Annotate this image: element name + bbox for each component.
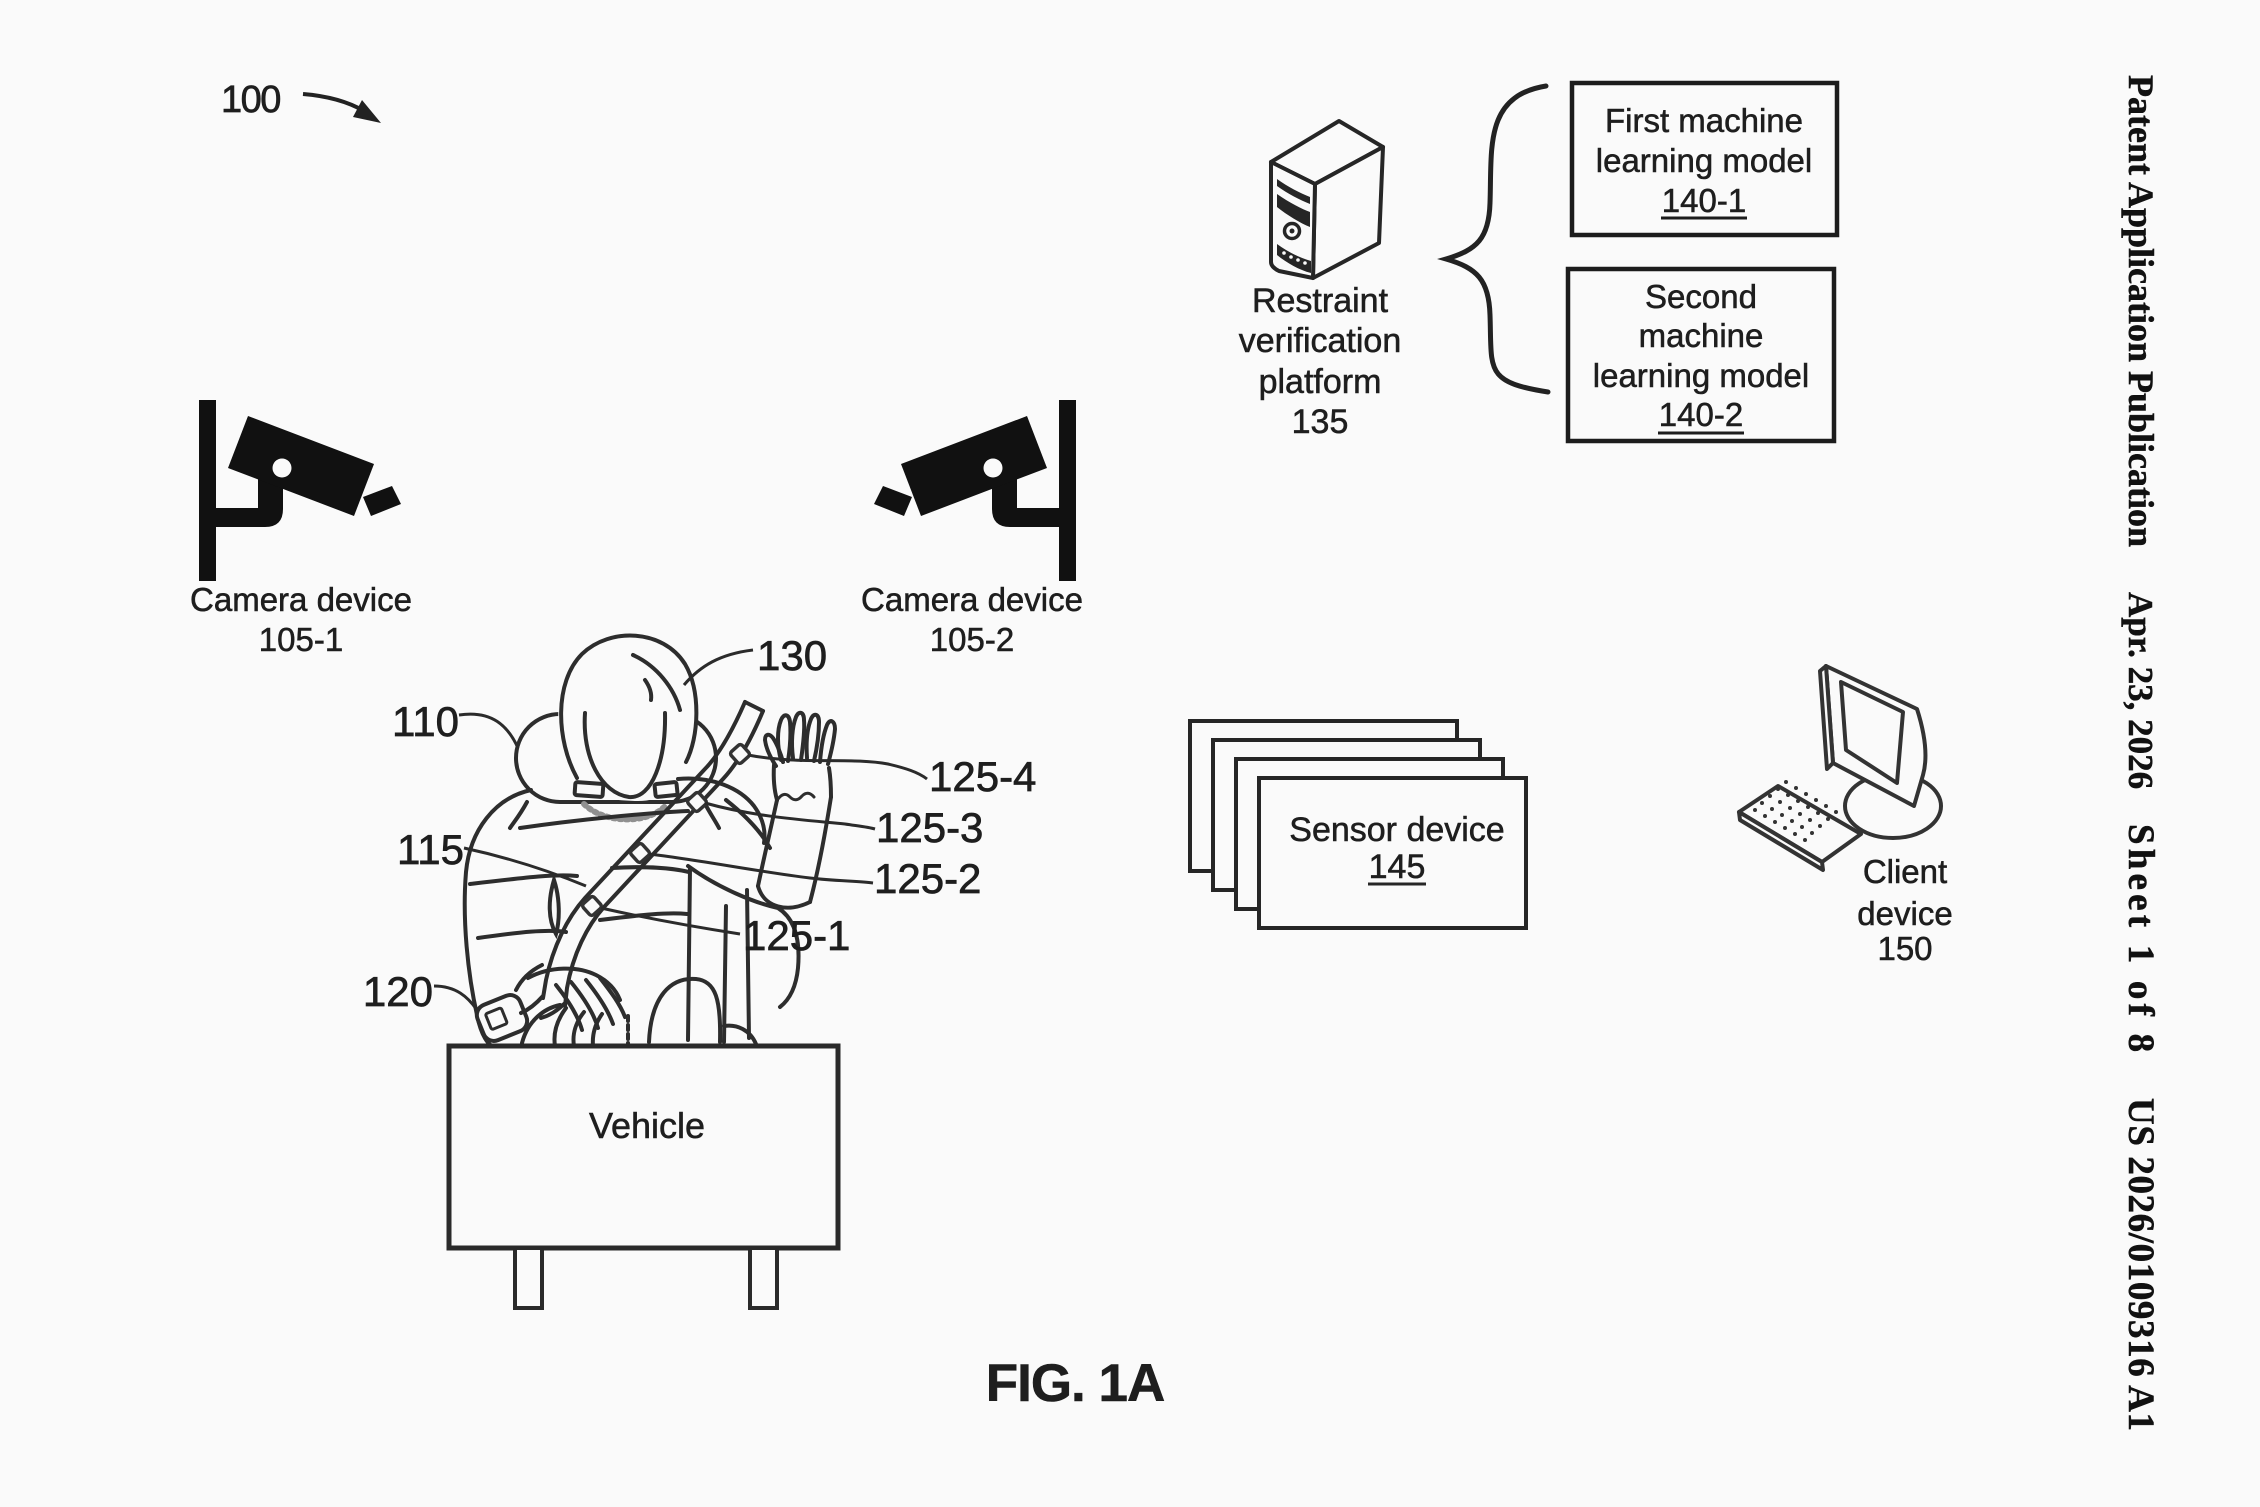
svg-text:Sensor device: Sensor device <box>1289 811 1504 849</box>
svg-text:125-2: 125-2 <box>874 855 981 902</box>
svg-text:learning model: learning model <box>1596 142 1812 179</box>
svg-text:Camera device: Camera device <box>861 581 1083 618</box>
svg-text:105-1: 105-1 <box>259 621 343 658</box>
svg-text:US 2026/0109316 A1: US 2026/0109316 A1 <box>2120 1098 2161 1432</box>
svg-text:Client: Client <box>1863 853 1947 890</box>
svg-text:device: device <box>1857 895 1952 932</box>
svg-text:140-1: 140-1 <box>1662 182 1746 219</box>
svg-text:145: 145 <box>1369 848 1426 886</box>
svg-text:150: 150 <box>1877 930 1932 967</box>
svg-text:Vehicle: Vehicle <box>589 1105 705 1146</box>
svg-text:125-3: 125-3 <box>876 804 983 851</box>
svg-text:verification: verification <box>1239 322 1402 360</box>
svg-text:machine: machine <box>1639 317 1764 354</box>
svg-text:100: 100 <box>221 79 280 121</box>
svg-text:120: 120 <box>363 968 433 1015</box>
svg-text:Patent Application Publication: Patent Application Publication <box>2121 75 2161 547</box>
svg-text:platform: platform <box>1259 363 1382 401</box>
svg-text:105-2: 105-2 <box>930 621 1014 658</box>
svg-text:Second: Second <box>1645 278 1757 315</box>
svg-text:140-2: 140-2 <box>1659 396 1743 433</box>
svg-text:learning model: learning model <box>1593 357 1809 394</box>
svg-text:Restraint: Restraint <box>1252 282 1389 320</box>
svg-text:130: 130 <box>757 632 827 679</box>
svg-text:125-1: 125-1 <box>743 912 850 959</box>
svg-text:110: 110 <box>392 698 459 745</box>
svg-text:115: 115 <box>397 826 464 873</box>
svg-text:125-4: 125-4 <box>929 753 1036 800</box>
svg-text:Sheet 1 of 8: Sheet 1 of 8 <box>2120 824 2161 1056</box>
svg-text:Apr. 23, 2026: Apr. 23, 2026 <box>2121 592 2160 789</box>
svg-text:FIG. 1A: FIG. 1A <box>986 1354 1165 1413</box>
svg-text:First machine: First machine <box>1605 102 1803 139</box>
svg-text:135: 135 <box>1292 403 1349 441</box>
svg-text:Camera device: Camera device <box>190 581 412 618</box>
